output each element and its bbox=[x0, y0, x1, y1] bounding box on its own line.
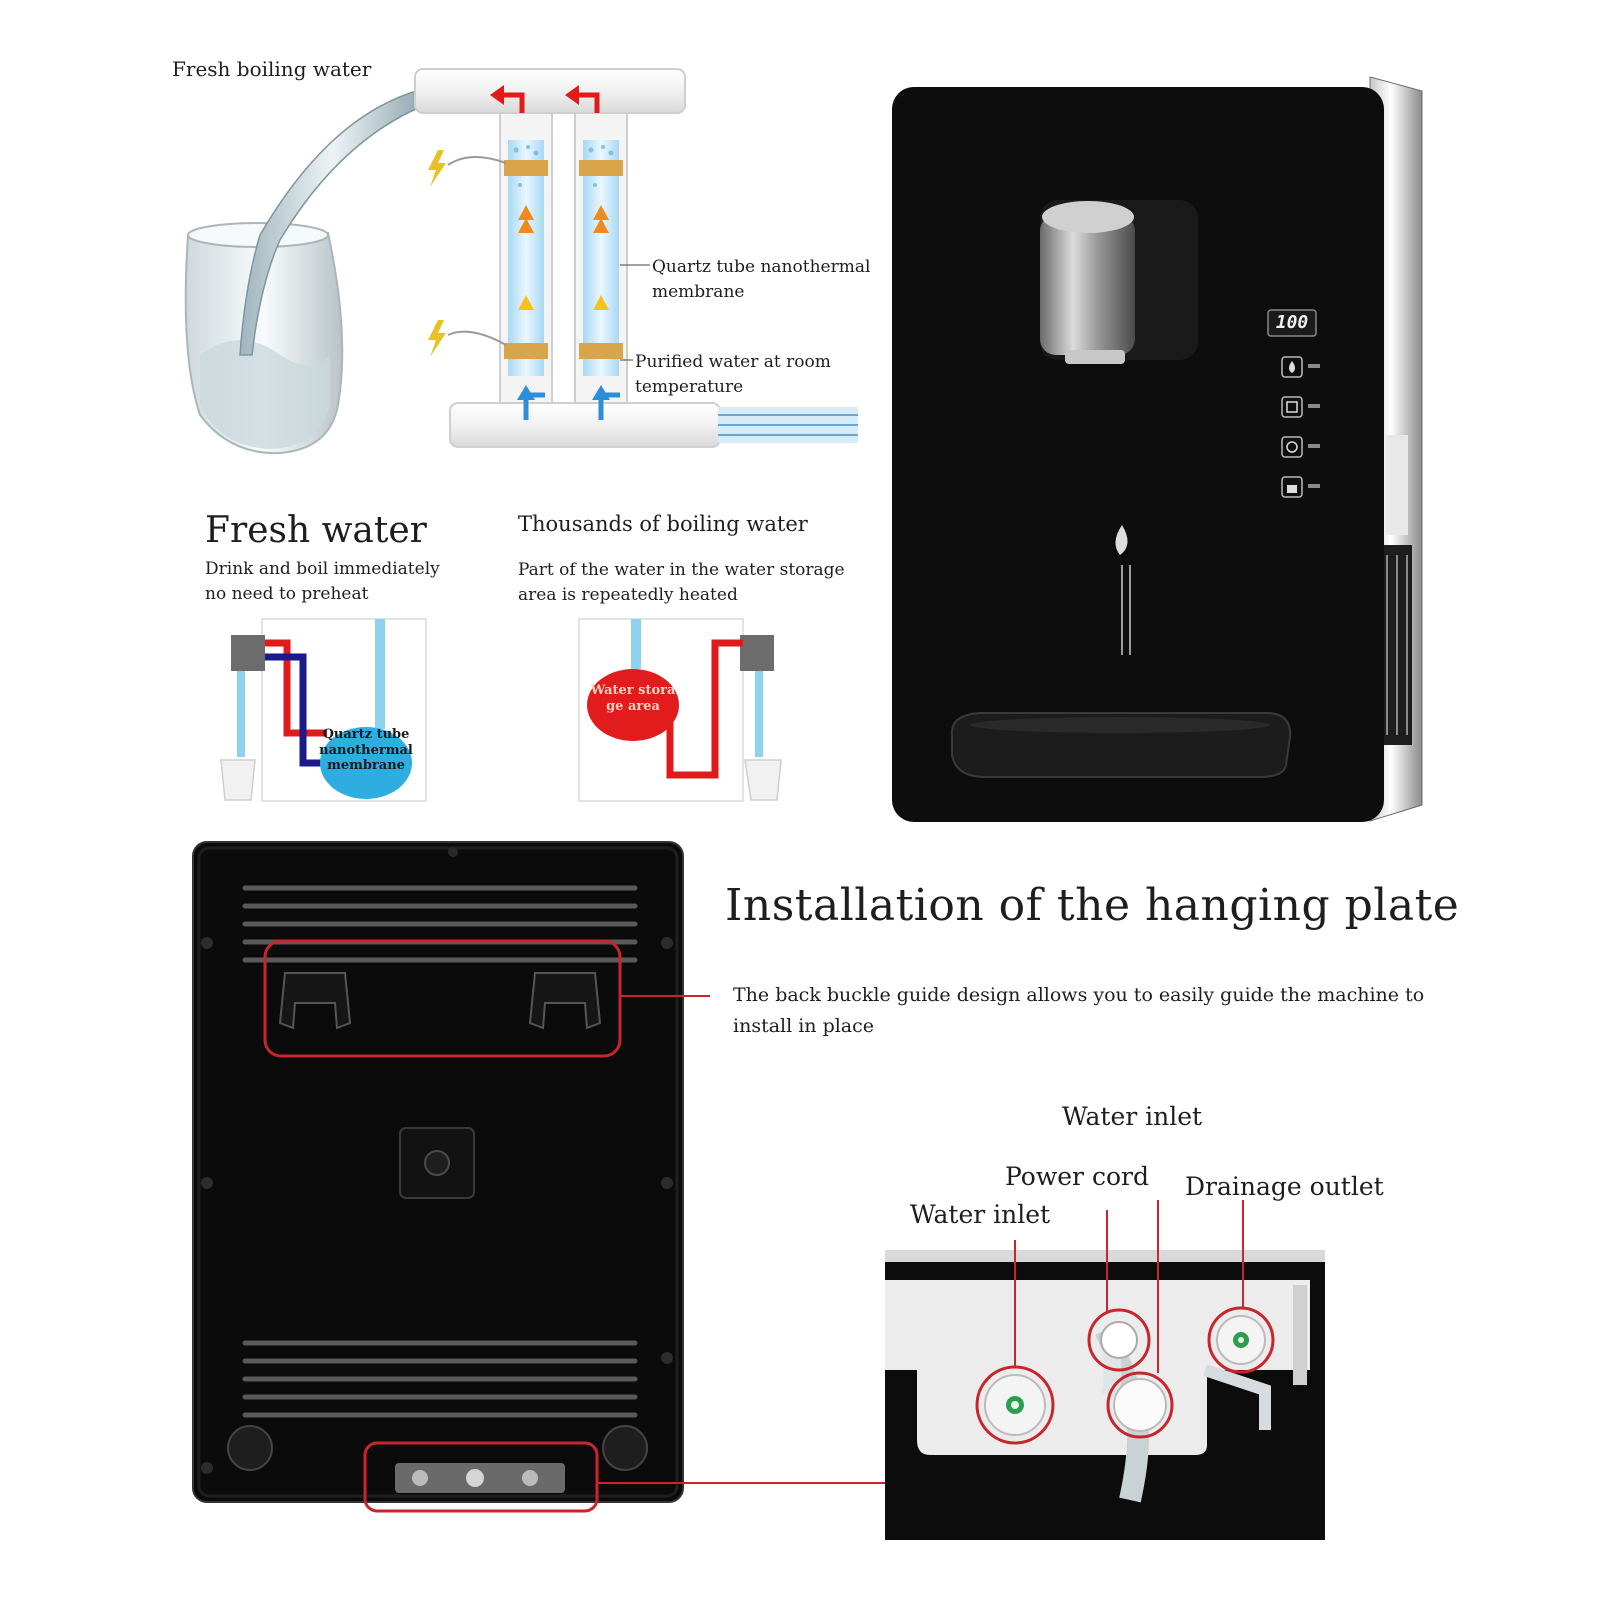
hook-connector-line bbox=[620, 995, 710, 997]
storage-bubble-line-1: Water stora bbox=[590, 683, 676, 698]
water-storage-bubble bbox=[587, 669, 679, 741]
boiling-water-diagram bbox=[170, 55, 870, 475]
power-cord-label: Power cord bbox=[1005, 1162, 1149, 1191]
quartz-tube-illustration bbox=[184, 68, 858, 455]
heat-icon bbox=[1286, 441, 1298, 453]
quartz-tube-bubble bbox=[320, 727, 412, 799]
ports-closeup-photo bbox=[885, 1200, 1325, 1540]
fresh-desc-line-1: Drink and boil immediately bbox=[205, 559, 440, 579]
drop-icon bbox=[1289, 361, 1295, 373]
purified-line-2: temperature bbox=[635, 376, 744, 397]
water-inlet-left-label: Water inlet bbox=[910, 1200, 1051, 1229]
fresh-water-description: Drink and boil immediately no need to pr… bbox=[205, 557, 440, 606]
installation-desc-line-2: install in place bbox=[733, 1015, 875, 1038]
cup-icon bbox=[1286, 401, 1298, 413]
fresh-desc-line-2: no need to preheat bbox=[205, 583, 369, 604]
installation-description: The back buckle guide design allows you … bbox=[733, 980, 1424, 1043]
boiling-desc-line-2: area is repeatedly heated bbox=[518, 584, 738, 605]
water-dispenser-front: 100 bbox=[890, 65, 1425, 825]
quartz-bubble-line-1: Quartz tube bbox=[322, 727, 410, 742]
fresh-water-title: Fresh water bbox=[205, 510, 427, 551]
temperature-display: 100 bbox=[1275, 312, 1309, 333]
purified-line-1: Purified water at room bbox=[635, 352, 831, 372]
dispenser-back-panel bbox=[185, 838, 695, 1513]
boiling-water-diagram: Water stora ge area bbox=[575, 615, 800, 805]
storage-bubble-text: Water stora ge area bbox=[585, 683, 681, 714]
port-connector-line bbox=[597, 1482, 887, 1484]
installation-title: Installation of the hanging plate bbox=[725, 880, 1460, 931]
quartz-bubble-text: Quartz tube nanothermal membrane bbox=[318, 727, 414, 774]
quartz-bubble-line-2: nanothermal bbox=[319, 742, 413, 758]
fresh-boiling-water-label: Fresh boiling water bbox=[172, 57, 372, 81]
quartz-tube-label: Quartz tube nanothermal membrane bbox=[652, 255, 870, 304]
boiling-water-title: Thousands of boiling water bbox=[518, 512, 808, 536]
storage-bubble-line-2: ge area bbox=[606, 698, 660, 714]
boiling-desc-line-1: Part of the water in the water storage bbox=[518, 560, 845, 580]
lock-icon bbox=[1287, 485, 1297, 493]
quartz-bubble-line-3: membrane bbox=[327, 758, 405, 774]
purified-water-label: Purified water at room temperature bbox=[635, 350, 831, 399]
quartz-line-1: Quartz tube nanothermal bbox=[652, 257, 871, 277]
quartz-line-2: membrane bbox=[652, 281, 745, 302]
water-inlet-top-label: Water inlet bbox=[1062, 1102, 1203, 1131]
boiling-water-description: Part of the water in the water storage a… bbox=[518, 558, 845, 607]
installation-desc-line-1: The back buckle guide design allows you … bbox=[733, 984, 1425, 1006]
drainage-outlet-label: Drainage outlet bbox=[1185, 1172, 1384, 1201]
fresh-water-diagram: Quartz tube nanothermal membrane bbox=[215, 615, 430, 805]
